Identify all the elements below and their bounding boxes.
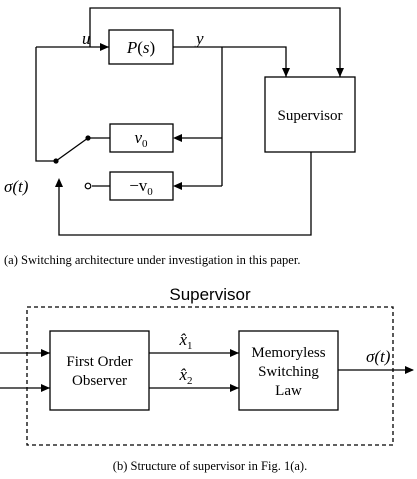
x2-hat-arrowhead	[230, 384, 239, 392]
switch-contact-open	[84, 182, 92, 190]
supervisor-structure-diagram: Supervisor First Order Observer Memoryle…	[0, 285, 414, 473]
plant-block	[108, 29, 174, 65]
supervisor-label: Supervisor	[278, 108, 343, 124]
neg-v0-label: −v0	[129, 176, 153, 198]
y-to-supervisor-wire	[173, 46, 287, 77]
switch-pivot	[53, 158, 59, 164]
switch-output-wire	[35, 47, 56, 162]
u-supervisor-arrowhead	[336, 68, 344, 77]
sigma-output-label: σ(t)	[366, 347, 391, 366]
caption-b: (b) Structure of supervisor in Fig. 1(a)…	[113, 459, 307, 473]
input-1-arrowhead	[41, 349, 50, 357]
supervisor-title: Supervisor	[169, 285, 251, 304]
u-to-supervisor-wire	[89, 7, 341, 77]
u-signal-label: u	[82, 29, 91, 48]
switch-blade	[55, 137, 89, 162]
switching-architecture-diagram: P(s) Supervisor v0 −v0 u y σ(t) (a) Swit…	[4, 7, 356, 267]
y-signal-label: y	[194, 29, 204, 48]
switching-law-block	[238, 330, 339, 411]
v0-block	[109, 123, 174, 153]
sigma-feedback-wire	[58, 152, 312, 236]
neg-v0-arrowhead	[173, 182, 182, 190]
sigma-output-arrowhead	[405, 366, 414, 374]
law-label-line2: Switching	[258, 364, 319, 380]
sigma-signal-label: σ(t)	[4, 177, 29, 196]
observer-label-line1: First Order	[66, 354, 132, 370]
u-arrowhead	[100, 43, 109, 51]
caption-a: (a) Switching architecture under investi…	[4, 253, 300, 267]
x2-hat-label: x̂2	[178, 365, 192, 387]
law-label-line3: Law	[275, 383, 302, 399]
switch-contact-closed	[85, 135, 91, 141]
observer-label-line2: Observer	[72, 373, 127, 389]
v0-label: v0	[134, 128, 148, 150]
input-2-arrowhead	[41, 384, 50, 392]
plant-label: P(s)	[126, 38, 155, 57]
x1-hat-arrowhead	[230, 349, 239, 357]
law-label-line1: Memoryless	[251, 345, 325, 361]
v0-arrowhead	[173, 134, 182, 142]
y-supervisor-arrowhead	[282, 68, 290, 77]
neg-v0-block	[109, 171, 174, 201]
supervisor-block	[264, 76, 356, 153]
supervisor-boundary	[26, 306, 394, 446]
x1-hat-label: x̂1	[178, 330, 192, 352]
observer-block	[49, 330, 150, 411]
sigma-arrowhead	[55, 178, 63, 187]
